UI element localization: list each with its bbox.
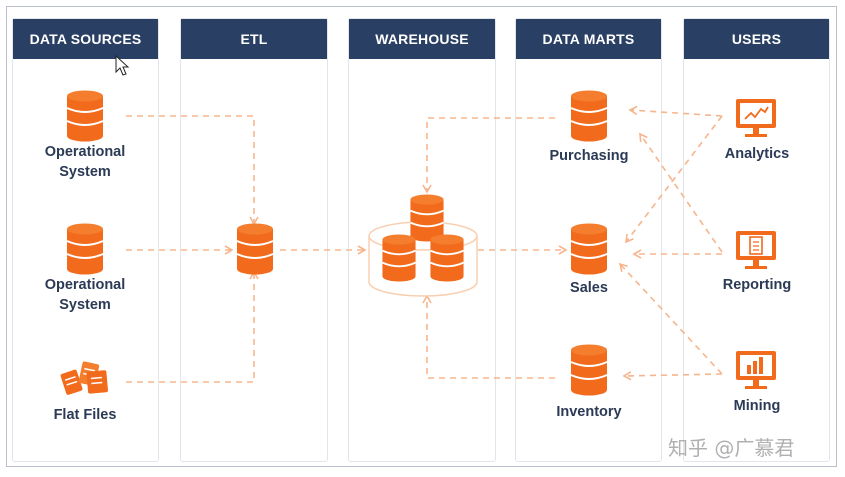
user-label-reporting: Reporting	[722, 277, 792, 293]
arrow-mining-to-sales	[618, 262, 723, 375]
mart-label-purchasing: Purchasing	[549, 148, 629, 164]
column-header-data-marts: DATA MARTS	[516, 19, 661, 59]
column-header-etl: ETL	[181, 19, 327, 59]
source-label-flat-files: Flat Files	[53, 407, 117, 423]
report-monitor-icon	[736, 231, 776, 269]
source-label-operational-system-1: Operational System	[44, 144, 126, 180]
mining-monitor-icon	[736, 351, 776, 389]
column-header-data-sources: DATA SOURCES	[13, 19, 158, 59]
database-icon	[66, 89, 104, 143]
warehouse-icon	[368, 193, 478, 297]
user-label-mining: Mining	[733, 398, 781, 414]
arrow-reporting-to-purchasing	[639, 132, 723, 253]
arrow-mining-to-inventory	[622, 371, 723, 381]
mart-label-inventory: Inventory	[556, 404, 622, 420]
database-icon	[66, 222, 104, 276]
source-label-operational-system-2: Operational System	[44, 277, 126, 313]
database-icon	[236, 222, 274, 276]
column-header-users: USERS	[684, 19, 829, 59]
database-icon	[570, 222, 608, 276]
database-icon	[570, 89, 608, 143]
arrow-inventory-to-warehouse	[422, 294, 555, 379]
mart-label-sales: Sales	[570, 280, 608, 296]
flat-files-icon	[60, 361, 108, 395]
arrow-analytics-to-sales	[625, 115, 723, 244]
mouse-cursor-icon	[115, 54, 130, 76]
arrow-purchasing-to-warehouse	[422, 117, 555, 194]
watermark: 知乎 @广慕君	[668, 436, 795, 460]
arrow-analytics-to-purchasing	[628, 105, 723, 117]
user-label-analytics: Analytics	[724, 146, 790, 162]
column-header-warehouse: WAREHOUSE	[349, 19, 495, 59]
arrow-source1-to-etl	[126, 115, 259, 226]
arrow-flatfiles-to-etl	[126, 270, 259, 383]
analytics-monitor-icon	[736, 99, 776, 137]
database-icon	[570, 343, 608, 397]
flow-arrows	[126, 105, 723, 383]
